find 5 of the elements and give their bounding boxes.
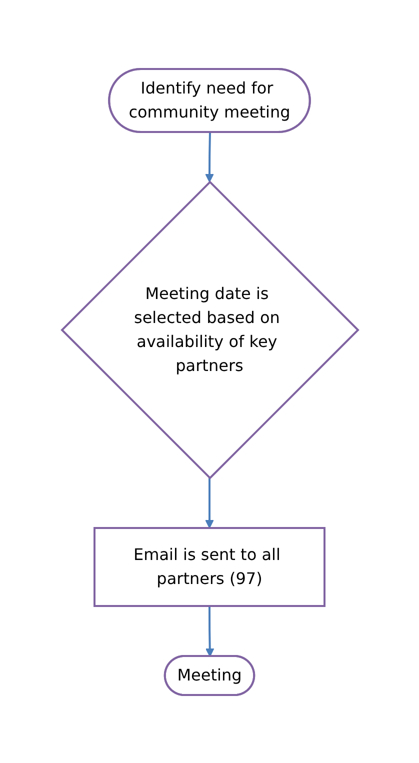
arrow <box>204 606 214 656</box>
arrow <box>204 132 214 182</box>
node-box: Email is sent to all partners (97) <box>93 526 325 606</box>
node-diamond: Meeting date is selected based on availability of key partners <box>60 180 359 479</box>
arrow <box>204 478 214 528</box>
